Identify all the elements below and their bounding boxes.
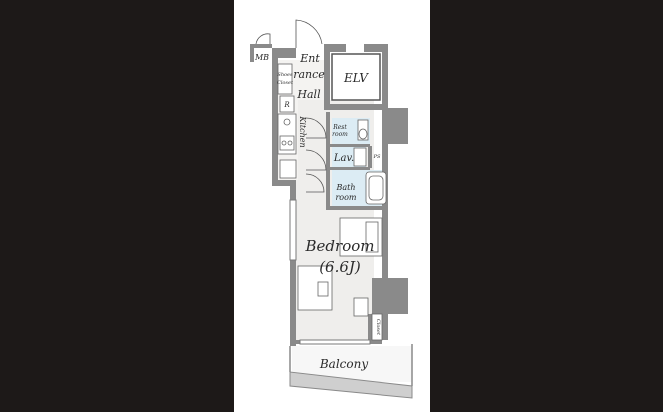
shoes-closet-label-1: Shoes	[277, 72, 293, 78]
restroom-label-1: Rest	[332, 124, 347, 131]
wall-elv-right	[364, 44, 388, 52]
washer	[279, 159, 297, 179]
mb-door	[255, 33, 271, 45]
wall-elv-right-col	[382, 52, 388, 108]
lav-label: Lav.	[333, 153, 354, 164]
wall-column-right	[388, 108, 408, 144]
lav-door	[305, 149, 327, 171]
wall-outer-left-bottom	[290, 186, 296, 346]
wall-rest-bottom	[330, 144, 370, 147]
vanity	[353, 147, 367, 167]
wall-column-bottom	[372, 278, 408, 314]
elevator-shaft	[331, 53, 381, 101]
left-background	[0, 0, 234, 412]
hall-floor	[296, 60, 324, 100]
burner-1	[281, 140, 287, 146]
elv-label: ELV	[343, 71, 369, 85]
wall-wet-bottom	[326, 206, 382, 210]
fridge	[279, 95, 295, 113]
right-background	[430, 0, 663, 412]
bedroom-size-label: (6.6J)	[319, 258, 361, 276]
kitchen-label: Kitchen	[298, 115, 307, 147]
wall-right	[382, 110, 388, 340]
balcony-edge	[289, 344, 413, 386]
bathroom-label-2: room	[335, 193, 356, 202]
entrance-label-line1: Ent	[299, 52, 320, 65]
wall-lav-bottom	[330, 167, 370, 170]
stove	[279, 135, 295, 151]
entrance-door	[295, 19, 323, 48]
kitchen-door	[305, 173, 325, 193]
wall-wet-left	[326, 112, 330, 208]
labels: MB Ent rance Hall ELV Shoes Closet R Kit…	[254, 52, 381, 371]
burner-2	[287, 140, 293, 146]
bathroom-label-1: Bath	[335, 183, 355, 192]
closet-box	[371, 313, 383, 341]
wall-elv-left	[324, 52, 330, 108]
wall-mb-box	[250, 44, 272, 48]
windows	[289, 199, 371, 345]
wall-mb-left	[250, 44, 254, 62]
shoes-closet	[277, 63, 293, 95]
walls	[250, 44, 408, 346]
doors	[255, 19, 327, 193]
bathtub-inner	[368, 175, 384, 201]
ps-label: PS	[373, 154, 381, 160]
bedroom-label: Bedroom	[305, 237, 375, 255]
restroom-door	[305, 117, 327, 139]
toilet-bowl	[358, 128, 368, 140]
entrance-label-line2: rance	[293, 68, 325, 81]
sink-bowl	[283, 118, 291, 126]
hall-label: Hall	[296, 88, 321, 101]
side-table	[353, 297, 369, 317]
mb-label: MB	[254, 53, 269, 62]
r-label: R	[283, 101, 290, 109]
wall-outer-left-top	[272, 58, 278, 186]
window-balcony	[299, 339, 371, 345]
wall-ps	[368, 146, 372, 168]
wall-left-step	[272, 180, 296, 186]
window-left	[289, 199, 297, 261]
wall-closet-left	[368, 314, 372, 342]
chair	[317, 281, 329, 297]
closet-label: Closet	[375, 319, 381, 336]
wall-elv-top	[324, 44, 346, 52]
wall-top-left	[272, 48, 296, 58]
balcony-rail	[289, 371, 413, 399]
pillow	[365, 221, 379, 253]
balcony-label: Balcony	[319, 357, 368, 371]
restroom-label-2: room	[332, 131, 348, 138]
shoes-closet-label-2: Closet	[277, 80, 294, 86]
fixtures	[277, 63, 387, 341]
wall-elv-bottom	[324, 104, 388, 110]
